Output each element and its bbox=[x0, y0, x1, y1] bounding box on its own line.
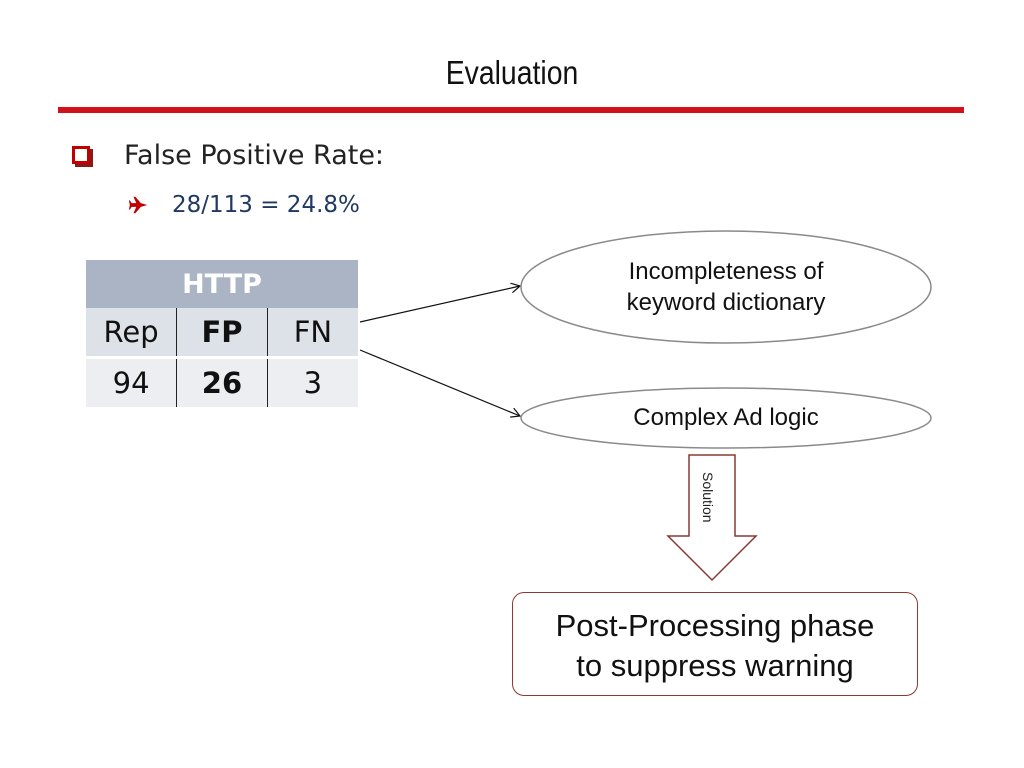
ellipse-complex-ad-logic-label: Complex Ad logic bbox=[633, 404, 819, 431]
table-cell: 3 bbox=[267, 357, 358, 407]
post-processing-line: Post-Processing phase bbox=[555, 608, 875, 643]
connector-arrow-bottom bbox=[359, 349, 520, 416]
table-row: Rep FP FN bbox=[86, 308, 358, 359]
ellipse-incompleteness-label: Incompleteness of keyword dictionary bbox=[560, 256, 892, 318]
ellipse-incompleteness-line: keyword dictionary bbox=[626, 289, 826, 316]
post-processing-line: to suppress warning bbox=[576, 648, 854, 683]
table-cell: Rep bbox=[86, 308, 177, 359]
http-table: HTTP Rep FP FN 94 26 3 bbox=[86, 260, 358, 407]
solution-arrow bbox=[666, 454, 758, 582]
table-cell: FN bbox=[267, 308, 358, 359]
airplane-icon bbox=[128, 196, 148, 214]
bullet-level2-text: 28/113 = 24.8% bbox=[172, 192, 360, 218]
table-header: HTTP bbox=[86, 260, 358, 308]
table-row: 94 26 3 bbox=[86, 357, 358, 407]
solution-arrow-label: Solution bbox=[700, 472, 716, 523]
ellipse-incompleteness-line: Incompleteness of bbox=[628, 258, 824, 285]
table-cell: 26 bbox=[176, 357, 268, 407]
ellipse-incompleteness bbox=[520, 230, 932, 344]
table-cell: FP bbox=[176, 308, 268, 359]
ellipse-complex-ad-logic bbox=[520, 387, 932, 449]
connector-arrow-top bbox=[359, 286, 520, 323]
checkbox-icon bbox=[72, 146, 90, 164]
post-processing-box bbox=[512, 592, 918, 696]
post-processing-text: Post-Processing phase to suppress warnin… bbox=[512, 606, 918, 686]
slide-title: Evaluation bbox=[445, 54, 579, 91]
title-divider bbox=[58, 107, 964, 113]
bullet-level1-text: False Positive Rate: bbox=[124, 140, 385, 171]
table-cell: 94 bbox=[86, 357, 177, 407]
